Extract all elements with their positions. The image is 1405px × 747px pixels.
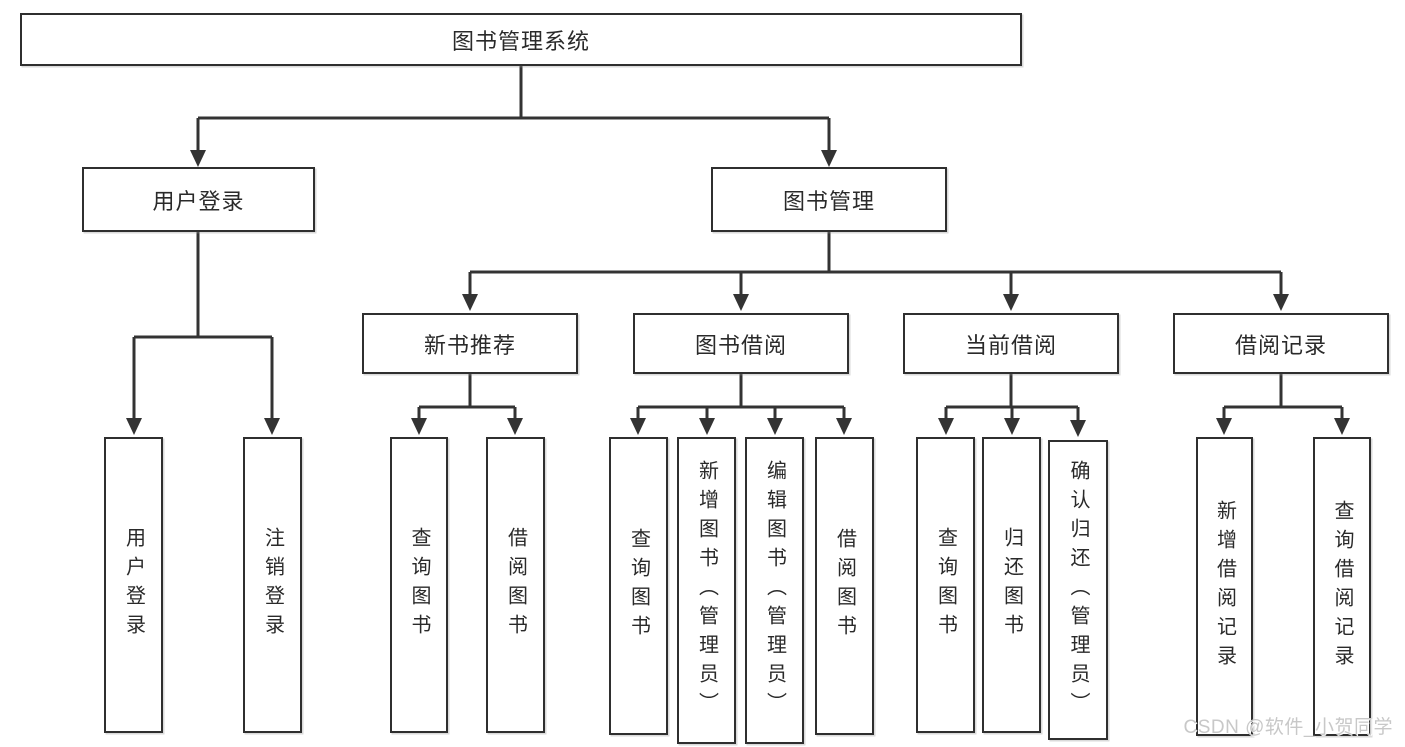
leaf-query-borrow-record: 查询借阅记录 <box>1313 437 1371 736</box>
connector-newrec-to-leaves <box>411 374 523 435</box>
arrowhead-down-icon <box>1070 420 1086 437</box>
leaf-query-book-3: 查询图书 <box>916 437 975 733</box>
connector-root-to-level2 <box>190 66 837 167</box>
arrowhead-down-icon <box>1273 294 1289 311</box>
arrowhead-down-icon <box>264 418 280 435</box>
leaf-confirm-return-admin: 确认归还（管理员） <box>1048 440 1108 740</box>
arrowhead-down-icon <box>190 150 206 167</box>
node-label: 用户登录 <box>152 188 245 214</box>
node-label: 用户登录 <box>122 527 145 643</box>
arrowhead-down-icon <box>462 294 478 311</box>
node-label: 归还图书 <box>1000 527 1023 643</box>
node-label: 新书推荐 <box>423 332 516 358</box>
node-label: 图书借阅 <box>694 332 787 358</box>
node-user-login: 用户登录 <box>82 167 315 232</box>
leaf-edit-book-admin: 编辑图书（管理员） <box>745 437 804 744</box>
node-label: 查询图书 <box>408 527 430 643</box>
node-library-system: 图书管理系统 <box>20 13 1022 66</box>
node-label: 查询借阅记录 <box>1331 499 1353 674</box>
node-new-book-recommend: 新书推荐 <box>362 313 578 374</box>
leaf-add-borrow-record: 新增借阅记录 <box>1196 437 1253 736</box>
leaf-query-book-2: 查询图书 <box>609 437 668 735</box>
node-current-borrow: 当前借阅 <box>903 313 1119 374</box>
node-label: 查询图书 <box>934 527 957 643</box>
leaf-query-book-1: 查询图书 <box>390 437 448 733</box>
node-label: 图书管理系统 <box>451 28 590 54</box>
connector-current-to-leaves <box>938 374 1086 437</box>
node-book-borrow: 图书借阅 <box>633 313 849 374</box>
node-label: 编辑图书（管理员） <box>763 460 786 721</box>
node-label: 图书管理 <box>782 188 875 214</box>
arrowhead-down-icon <box>699 418 715 435</box>
arrowhead-down-icon <box>836 418 852 435</box>
arrowhead-down-icon <box>507 418 523 435</box>
arrowhead-down-icon <box>821 150 837 167</box>
node-label: 注销登录 <box>261 527 284 643</box>
arrowhead-down-icon <box>1003 294 1019 311</box>
arrowhead-down-icon <box>767 418 783 435</box>
arrowhead-down-icon <box>630 418 646 435</box>
leaf-add-book-admin: 新增图书（管理员） <box>677 437 736 744</box>
leaf-borrow-book-1: 借阅图书 <box>486 437 545 733</box>
node-label: 新增借阅记录 <box>1213 499 1236 674</box>
connector-borrow-to-leaves <box>630 374 852 435</box>
node-book-management: 图书管理 <box>711 167 947 232</box>
arrowhead-down-icon <box>1004 418 1020 435</box>
arrowhead-down-icon <box>411 418 427 435</box>
node-label: 借阅记录 <box>1234 332 1327 358</box>
leaf-borrow-book-2: 借阅图书 <box>815 437 874 735</box>
node-label: 确认归还（管理员） <box>1067 459 1089 721</box>
arrowhead-down-icon <box>938 418 954 435</box>
node-borrow-records: 借阅记录 <box>1173 313 1389 374</box>
arrowhead-down-icon <box>1216 418 1232 435</box>
connector-bookmgmt-to-level3 <box>462 232 1289 311</box>
node-label: 借阅图书 <box>504 527 527 643</box>
leaf-user-login: 用户登录 <box>104 437 163 733</box>
node-label: 新增图书（管理员） <box>695 460 718 721</box>
node-label: 当前借阅 <box>964 332 1057 358</box>
node-label: 查询图书 <box>627 528 650 644</box>
leaf-logout: 注销登录 <box>243 437 302 733</box>
leaf-return-book: 归还图书 <box>982 437 1041 733</box>
node-label: 借阅图书 <box>833 528 856 644</box>
arrowhead-down-icon <box>1334 418 1350 435</box>
connector-userlogin-to-leaves <box>126 232 280 435</box>
connector-records-to-leaves <box>1216 374 1350 435</box>
arrowhead-down-icon <box>126 418 142 435</box>
arrowhead-down-icon <box>733 294 749 311</box>
